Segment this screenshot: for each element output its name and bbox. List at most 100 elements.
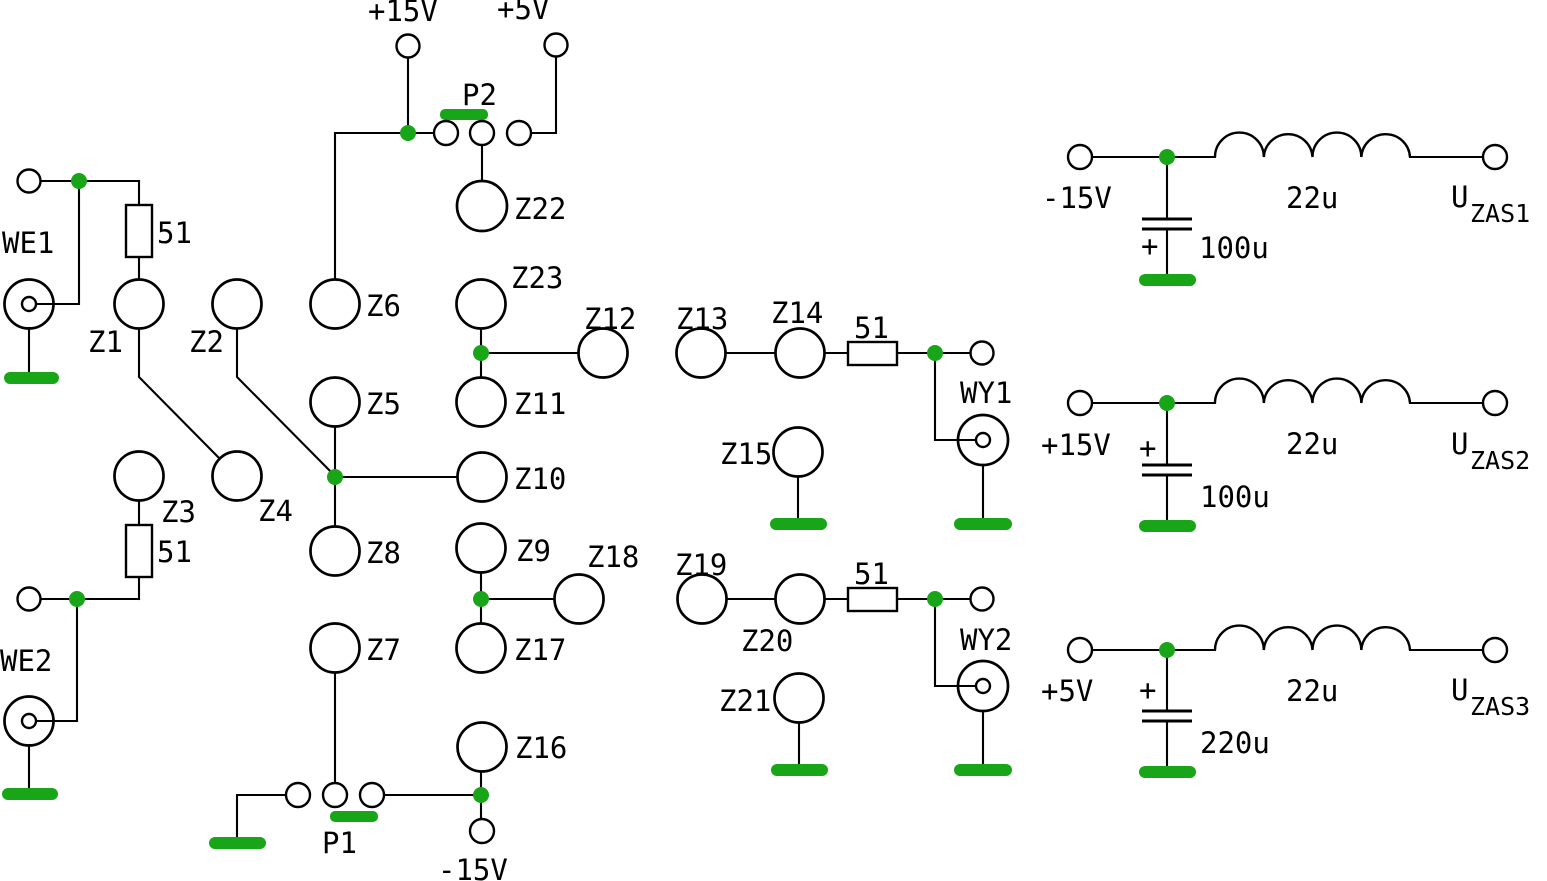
ground-we2[interactable]	[2, 788, 58, 800]
resistor-wy1[interactable]	[846, 340, 899, 367]
ground-f3[interactable]	[1139, 766, 1196, 778]
pad-z20[interactable]	[774, 573, 826, 625]
pin-f2-out[interactable]	[1481, 389, 1509, 417]
pin-m15-bottom[interactable]	[468, 817, 496, 845]
capacitor-zas2[interactable]	[1142, 463, 1192, 477]
pin-f3-in[interactable]	[1066, 636, 1094, 664]
label-p1: P1	[322, 826, 357, 860]
pad-z16[interactable]	[456, 721, 508, 773]
ground-we1[interactable]	[4, 372, 59, 384]
pad-z14[interactable]	[774, 327, 826, 379]
junction-dot	[400, 125, 416, 141]
jumper-p2[interactable]	[440, 109, 488, 120]
capacitor-zas3[interactable]	[1142, 709, 1192, 723]
bnc-wy1[interactable]	[956, 413, 1010, 467]
resistor-we1[interactable]	[124, 203, 154, 259]
bnc-we2[interactable]	[3, 695, 55, 747]
pin-p1-3[interactable]	[358, 781, 386, 809]
pin-wy2-out[interactable]	[969, 586, 995, 612]
wire-junction-wy2[interactable]	[933, 597, 978, 688]
inductor-zas2[interactable]	[1213, 377, 1412, 404]
label-rail-p15-top: +15V	[368, 0, 438, 28]
label-f1-out-sub: ZAS1	[1470, 199, 1530, 228]
resistor-wy2[interactable]	[846, 586, 899, 613]
bnc-wy2[interactable]	[956, 659, 1010, 713]
pad-z6[interactable]	[309, 278, 361, 330]
pin-f3-out[interactable]	[1481, 636, 1509, 664]
pin-p2-1[interactable]	[432, 119, 460, 147]
pad-z9[interactable]	[455, 522, 507, 574]
inductor-zas1[interactable]	[1213, 131, 1412, 158]
pin-wy1-out[interactable]	[969, 340, 995, 366]
pin-p15-top[interactable]	[395, 33, 421, 59]
pad-z23[interactable]	[455, 278, 507, 330]
ground-f2[interactable]	[1139, 520, 1196, 532]
pad-z17[interactable]	[455, 622, 507, 674]
pin-p5-top[interactable]	[543, 32, 569, 58]
pad-z5[interactable]	[309, 376, 361, 428]
ground-z15[interactable]	[770, 518, 827, 530]
label-z13: Z13	[676, 302, 728, 336]
wire-we1-branch[interactable]	[34, 179, 81, 306]
label-f3-out-sub: ZAS3	[1470, 692, 1530, 721]
pin-p2-3[interactable]	[505, 119, 533, 147]
label-z12: Z12	[584, 302, 636, 336]
bnc-outer-ring	[956, 659, 1010, 713]
ground-z21[interactable]	[771, 764, 828, 776]
pad-z3[interactable]	[113, 450, 165, 502]
pad-z21[interactable]	[773, 672, 825, 724]
pin-f2-in[interactable]	[1066, 389, 1094, 417]
pad-z15[interactable]	[772, 426, 824, 478]
junction-dot	[473, 345, 489, 361]
resistor-we2[interactable]	[124, 523, 154, 579]
wire-p1-left-gnd[interactable]	[235, 793, 288, 840]
wire-z2-junction[interactable]	[235, 326, 337, 478]
pin-f1-out[interactable]	[1481, 143, 1509, 171]
pad-z2[interactable]	[211, 278, 263, 330]
pad-z11[interactable]	[455, 376, 507, 428]
ground-p1[interactable]	[209, 837, 266, 849]
pad-z13[interactable]	[675, 327, 727, 379]
label-f2-cap: 100u	[1200, 480, 1270, 514]
wire-we2-branch[interactable]	[34, 597, 79, 723]
pin-p1-1[interactable]	[284, 781, 312, 809]
label-f2-rail: +15V	[1041, 428, 1111, 462]
pad-z19[interactable]	[676, 573, 728, 625]
pad-z7[interactable]	[309, 622, 361, 674]
label-f2-out: U	[1451, 427, 1468, 461]
bnc-we1[interactable]	[3, 278, 55, 330]
label-z4: Z4	[258, 494, 293, 528]
pin-we2-in[interactable]	[16, 586, 42, 612]
pin-p2-2[interactable]	[468, 119, 496, 147]
label-p2: P2	[462, 78, 497, 112]
capacitor-zas1[interactable]	[1142, 217, 1192, 231]
junction-dot	[1159, 642, 1175, 658]
label-r-we1: 51	[157, 216, 192, 250]
ground-f1[interactable]	[1139, 274, 1196, 286]
pin-f1-in[interactable]	[1066, 143, 1094, 171]
pin-we1-in[interactable]	[16, 168, 42, 194]
wire-z1-z4[interactable]	[137, 326, 222, 461]
wire-p2-p5[interactable]	[529, 55, 558, 135]
ground-wy1[interactable]	[954, 518, 1012, 530]
pin-p1-2[interactable]	[321, 781, 349, 809]
junction-dot	[71, 173, 87, 189]
pad-z1[interactable]	[113, 278, 165, 330]
inductor-zas3[interactable]	[1213, 624, 1412, 651]
jumper-p1[interactable]	[330, 811, 378, 822]
pad-z8[interactable]	[309, 525, 361, 577]
pad-z10[interactable]	[456, 451, 508, 503]
bnc-center-pin	[974, 431, 992, 449]
ground-wy2[interactable]	[954, 764, 1012, 776]
pad-z22[interactable]	[455, 179, 509, 233]
wire-z6-p2[interactable]	[333, 131, 436, 282]
pad-z12[interactable]	[577, 327, 629, 379]
junction-dot	[473, 787, 489, 803]
label-z1: Z1	[88, 325, 123, 359]
wire-junction-wy1[interactable]	[933, 351, 978, 442]
pad-z4[interactable]	[211, 450, 263, 502]
pad-z18[interactable]	[553, 573, 605, 625]
label-f1-out: U	[1451, 180, 1468, 214]
